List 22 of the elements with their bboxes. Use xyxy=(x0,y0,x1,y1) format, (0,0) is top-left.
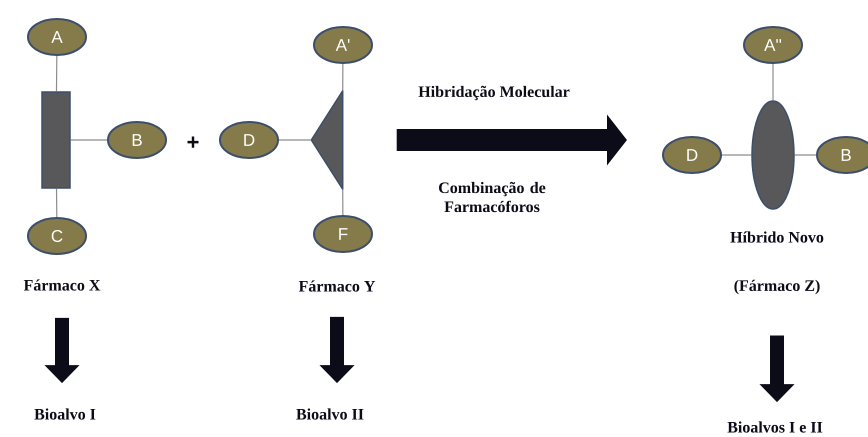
scaffold-ellipse xyxy=(751,100,795,210)
connector-line xyxy=(56,56,58,92)
connector-line xyxy=(722,154,752,156)
connector-line xyxy=(772,64,774,100)
drug-label: Fármaco X xyxy=(24,279,100,291)
connector-line xyxy=(56,188,58,217)
scaffold-rectangle xyxy=(41,91,71,189)
scaffold-triangle xyxy=(310,90,344,190)
connector-line xyxy=(279,139,312,141)
connector-line xyxy=(70,139,107,141)
target-label: Bioalvos I e II xyxy=(727,421,822,433)
edge-label: Hibridação Molecular xyxy=(417,84,571,102)
connector-line xyxy=(342,64,344,91)
hybrid-label: Híbrido Novo xyxy=(730,231,824,243)
target-label: Bioalvo II xyxy=(296,408,364,420)
drug-label: Fármaco Y xyxy=(298,280,376,292)
plus-sign: + xyxy=(188,136,199,148)
connector-line xyxy=(794,154,816,156)
hybrid-label: (Fármaco Z) xyxy=(734,280,820,294)
target-label: Bioalvo I xyxy=(34,408,96,420)
connector-line xyxy=(342,189,344,215)
process-label: Combinação de Farmacóforos xyxy=(439,182,546,212)
